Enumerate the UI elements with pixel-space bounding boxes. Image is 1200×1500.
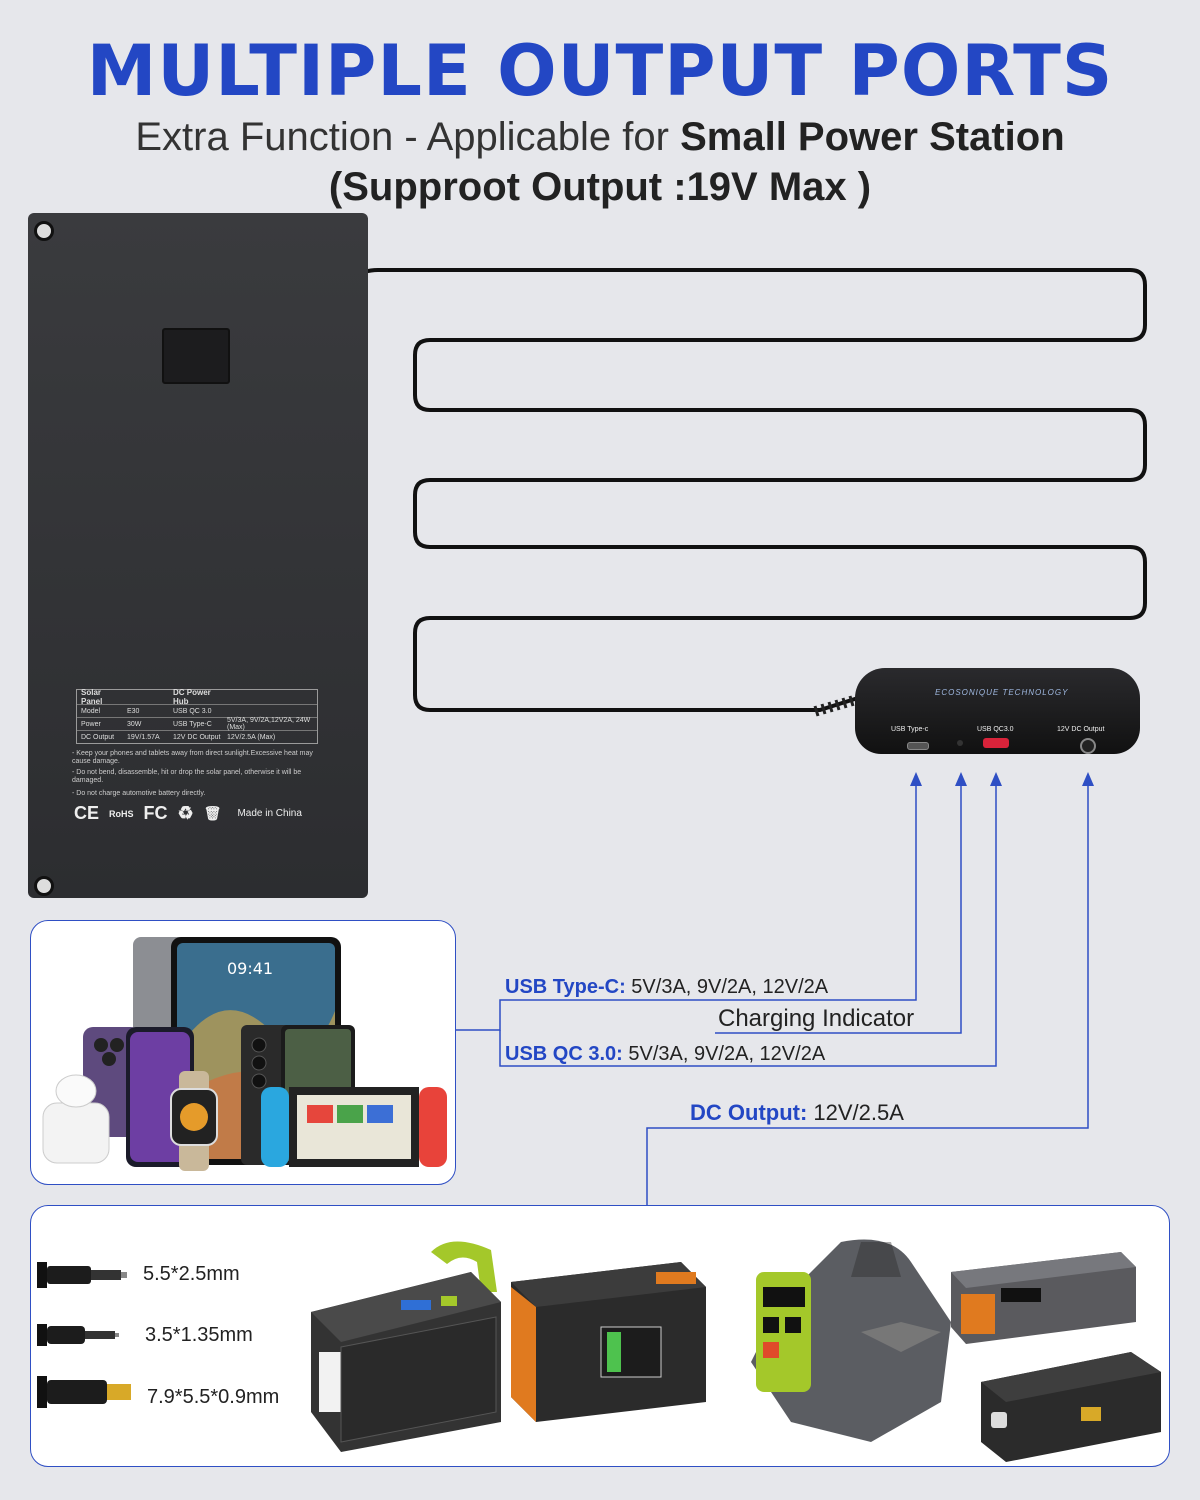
adapter-plugs: [37, 1262, 131, 1408]
usbc-port: [907, 742, 929, 750]
switch-right-joycon: [419, 1087, 447, 1167]
spec-row: Model E30 USB QC 3.0: [77, 704, 317, 717]
fc-mark: FC: [143, 803, 168, 823]
switch-left-joycon: [261, 1087, 289, 1167]
power-station-1: [311, 1241, 501, 1452]
power-stations-illustration: [311, 1239, 1161, 1462]
usbc-leader: [456, 776, 917, 1031]
dc-value: 12V/2.5A: [807, 1100, 904, 1125]
hub-port-label-dc: 12V DC Output: [1057, 726, 1105, 733]
dc-power-hub: ECOSONIQUE TECHNOLOGY USB Type-c USB QC3…: [855, 668, 1140, 754]
junction-box: [162, 328, 230, 384]
indicator-leader: [715, 776, 962, 1034]
arrow-dc: [1082, 772, 1094, 786]
power-stations-card: 5.5*2.5mm 3.5*1.35mm 7.9*5.5*0.9mm: [30, 1205, 1170, 1467]
arrow-usbc: [910, 772, 922, 786]
usbc-spec: USB Type-C: 5V/3A, 9V/2A, 12V/2A: [505, 976, 828, 999]
qc-leader: [499, 776, 997, 1067]
spec-cell: Model: [81, 707, 101, 715]
arrow-qc: [990, 772, 1002, 786]
subtitle-line2: (Supproot Output :19V Max ): [328, 165, 872, 209]
solar-panel: Solar Panel DC Power Hub Model E30 USB Q…: [28, 213, 368, 898]
spec-table: Solar Panel DC Power Hub Model E30 USB Q…: [76, 688, 318, 744]
spec-cell: DC Power Hub: [173, 688, 211, 706]
grommet-top: [34, 221, 54, 241]
subtitle-prefix: Extra Function - Applicable for: [135, 115, 681, 159]
usbc-key: USB Type-C:: [505, 976, 626, 998]
rohs-mark: RoHS: [109, 808, 134, 819]
devices-illustration: [42, 937, 447, 1171]
hub-port-label-usbc: USB Type-c: [891, 726, 929, 733]
qc-value: 5V/3A, 9V/2A, 12V/2A: [622, 1043, 826, 1065]
weee-bin-icon: 🗑: [203, 805, 222, 821]
spec-cell: USB Type-C: [173, 720, 212, 728]
subtitle-bold: Small Power Station: [680, 115, 1065, 159]
dc-leader: [646, 776, 1089, 1205]
made-in: Made in China: [237, 808, 302, 819]
hub-port-label-qc: USB QC3.0: [977, 726, 1014, 733]
spec-cell: USB QC 3.0: [173, 707, 212, 715]
spec-row: Power 30W USB Type-C 5V/3A, 9V/2A,12V2A,…: [77, 717, 317, 731]
power-station-4: [951, 1252, 1161, 1462]
qc-spec: USB QC 3.0: 5V/3A, 9V/2A, 12V/2A: [505, 1043, 825, 1066]
spec-cell: 30W: [127, 720, 142, 728]
page-title: MULTIPLE OUTPUT PORTS: [86, 30, 1114, 112]
dc-spec: DC Output: 12V/2.5A: [690, 1100, 904, 1126]
power-station-2: [511, 1262, 706, 1422]
spec-header-row: Solar Panel DC Power Hub: [77, 688, 317, 706]
adapter-plug-35-135: [37, 1324, 119, 1346]
ce-mark: CE: [74, 803, 100, 823]
qc-port: [983, 738, 1009, 748]
hub-brand: ECOSONIQUE TECHNOLOGY: [935, 688, 1069, 697]
warning-3: - Do not charge automotive battery direc…: [72, 790, 206, 797]
subtitle: Extra Function - Applicable for Small Po…: [0, 112, 1200, 162]
spec-cell: 12V/2.5A (Max): [227, 733, 276, 741]
spec-cell: Solar Panel: [81, 688, 103, 706]
warning-2: - Do not bend, disassemble, hit or drop …: [72, 769, 302, 784]
spec-row: DC Output 19V/1.57A 12V DC Output 12V/2.…: [77, 730, 317, 743]
arrow-indicator: [955, 772, 967, 786]
warning-1: - Keep your phones and tablets away from…: [72, 750, 313, 765]
charging-indicator-label: Charging Indicator: [718, 1005, 915, 1032]
adapter-plug-79-55: [37, 1376, 131, 1408]
spec-cell: E30: [127, 707, 140, 715]
dc-port: [1080, 738, 1096, 754]
devices-card: 09:41: [30, 920, 456, 1185]
grommet-bottom: [34, 876, 54, 896]
airpods-case: [42, 1102, 110, 1164]
spec-cell: 5V/3A, 9V/2A,12V2A, 24W (Max): [227, 717, 311, 731]
dc-key: DC Output:: [690, 1100, 808, 1125]
power-station-3: [751, 1239, 951, 1442]
adapter-size-1: 5.5*2.5mm: [143, 1263, 240, 1285]
adapter-size-2: 3.5*1.35mm: [145, 1324, 253, 1346]
cert-marks: CE RoHS FC ♻ 🗑 Made in China: [74, 803, 302, 824]
tablet-time: 09:41: [227, 959, 274, 978]
adapter-size-3: 7.9*5.5*0.9mm: [147, 1386, 280, 1408]
indicator-led: [957, 740, 963, 746]
spec-cell: 12V DC Output: [173, 733, 221, 741]
qc-key: USB QC 3.0:: [505, 1043, 623, 1065]
spec-cell: 19V/1.57A: [127, 733, 160, 741]
strain-relief: [813, 695, 855, 717]
spec-cell: Power: [81, 720, 101, 728]
spec-cell: DC Output: [81, 733, 115, 741]
recycle-icon: ♻: [177, 803, 194, 823]
adapter-plug-55-25: [37, 1262, 127, 1288]
usbc-value: 5V/3A, 9V/2A, 12V/2A: [625, 976, 829, 998]
